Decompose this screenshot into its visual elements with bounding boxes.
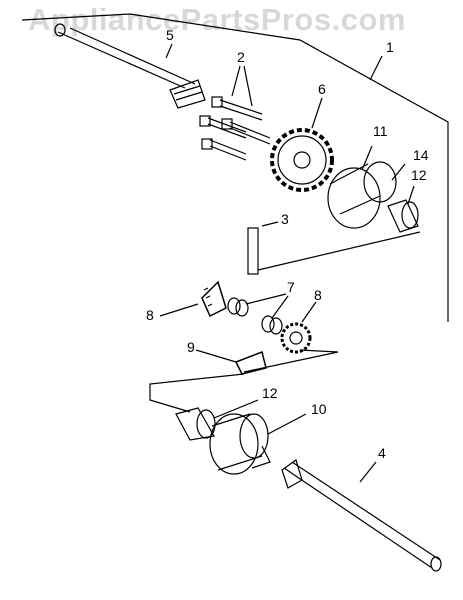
callout-6: 6: [318, 81, 326, 97]
callout-9: 9: [187, 339, 195, 355]
callout-12-upper: 12: [411, 167, 427, 183]
part-11-housing: [327, 145, 406, 229]
callout-11: 11: [373, 123, 388, 139]
assembly-leader-line: [369, 55, 383, 81]
connector-line: [149, 373, 245, 413]
callout-14: 14: [413, 147, 429, 163]
part-5-shaft: [54, 23, 206, 109]
connector-line: [243, 349, 339, 373]
part-12-bushing-lower: [175, 399, 259, 441]
callout-10: 10: [311, 401, 327, 417]
site-watermark: AppliancePartsPros.com: [28, 2, 406, 37]
callout-2: 2: [237, 49, 245, 65]
callout-7: 7: [287, 279, 295, 295]
callout-1: 1: [386, 39, 394, 55]
part-12-bushing-upper: [387, 185, 419, 233]
assembly-bracket-line: [21, 13, 449, 322]
callout-4: 4: [378, 445, 386, 461]
connector-line: [257, 231, 421, 271]
callout-5: 5: [166, 27, 174, 43]
part-10-housing: [209, 413, 307, 475]
part-6-sprocket: [270, 97, 334, 192]
part-7-washers: [227, 293, 289, 335]
part-3-pin: [247, 221, 279, 275]
part-4-axle: [281, 459, 442, 572]
part-8-gear-left: [159, 280, 227, 318]
part-9-pinion: [195, 349, 267, 375]
callout-3: 3: [281, 211, 289, 227]
part-2-bolts: [199, 65, 271, 161]
part-8-gear-right: [280, 301, 317, 354]
callout-8-left: 8: [146, 307, 154, 323]
callout-8-right: 8: [314, 287, 322, 303]
callout-12-lower: 12: [262, 385, 278, 401]
